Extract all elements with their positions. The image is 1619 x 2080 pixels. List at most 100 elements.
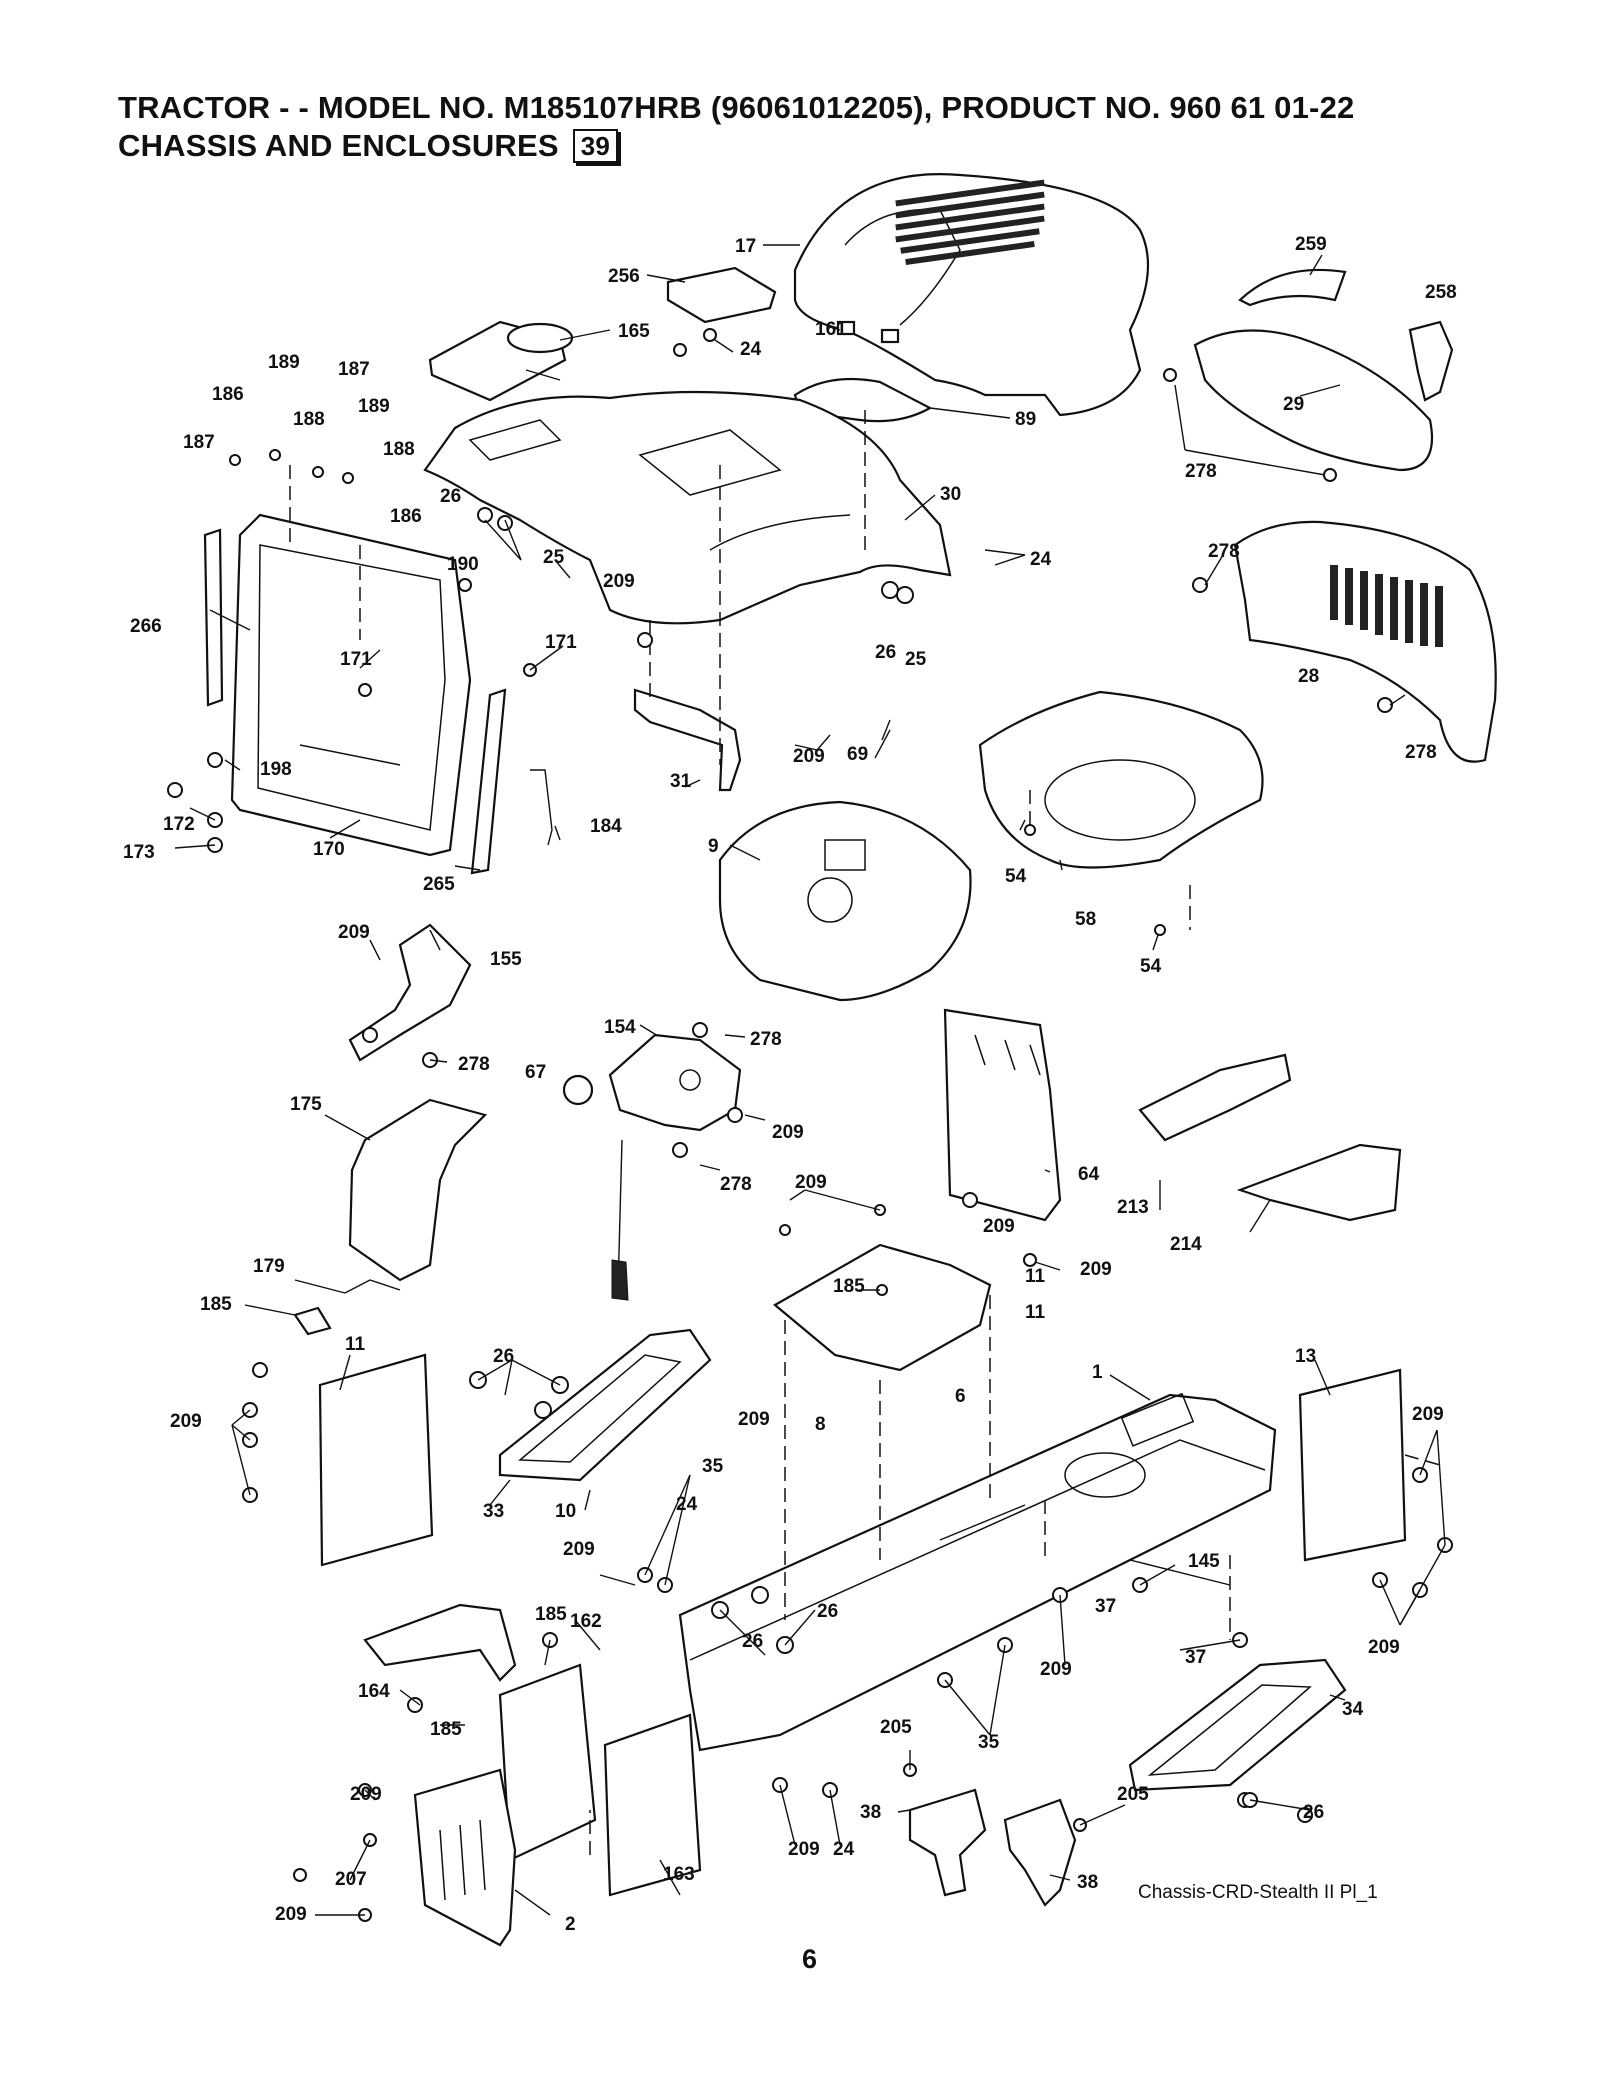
callout-58: 58 (1075, 909, 1096, 930)
callout-278: 278 (1405, 742, 1437, 763)
callout-34: 34 (1342, 1699, 1364, 1720)
part-31-bracket (633, 688, 742, 792)
part-184-rod (530, 769, 553, 846)
part-33-footrest (498, 1328, 712, 1482)
callout-37: 37 (1185, 1647, 1206, 1668)
part-266-strip (203, 528, 224, 707)
callout-278: 278 (720, 1174, 752, 1195)
callout-69: 69 (847, 744, 868, 765)
callout-3: 185 (535, 1604, 567, 1625)
callout-205: 205 (1117, 1784, 1149, 1805)
part-164-bracket (363, 1603, 517, 1682)
callout-278: 278 (1185, 461, 1217, 482)
part-165-panel (428, 320, 574, 402)
callout-28: 28 (1298, 666, 1319, 687)
callout-13: 13 (1295, 1346, 1316, 1367)
callout-184: 184 (590, 816, 622, 837)
part-38-bracket-right (1003, 1798, 1077, 1907)
callout-172: 172 (163, 814, 195, 835)
callout-26: 26 (493, 1346, 514, 1367)
callout-265: 265 (423, 874, 455, 895)
part-1-main-frame (678, 1392, 1277, 1752)
callout-26: 26 (440, 486, 461, 507)
part-hood (793, 173, 1150, 417)
callout-209: 209 (795, 1172, 827, 1193)
part-58-seat-pan (978, 690, 1264, 869)
callout-171: 171 (340, 649, 372, 670)
section-name: CHASSIS AND ENCLOSURES (118, 128, 559, 163)
part-155-bracket (348, 923, 472, 1062)
part-64-panel (943, 1008, 1062, 1222)
part-9-dash-panel (718, 800, 972, 1002)
callout-179: 179 (253, 1256, 285, 1277)
callout-187: 187 (338, 359, 370, 380)
part-179-rod (344, 1279, 401, 1294)
callout-189: 189 (268, 352, 300, 373)
callout-209: 209 (603, 571, 635, 592)
part-175-shield (348, 1098, 488, 1282)
callout-26: 26 (742, 1631, 763, 1652)
part-30-fender-pan (423, 390, 952, 625)
callout-188: 188 (293, 409, 325, 430)
callout-207: 207 (335, 1869, 367, 1890)
callout-17: 17 (735, 236, 756, 257)
part-145-link (1129, 1559, 1231, 1586)
callout-155: 155 (490, 949, 522, 970)
callout-259: 259 (1295, 234, 1327, 255)
callout-209: 209 (738, 1409, 770, 1430)
callout-30: 30 (940, 484, 961, 505)
callout-198: 198 (260, 759, 292, 780)
callout-38: 38 (1077, 1872, 1098, 1893)
callout-209: 209 (1040, 1659, 1072, 1680)
callout-3: 185 (430, 1719, 462, 1740)
part-162-plate (498, 1663, 597, 1862)
callout-35: 35 (702, 1456, 724, 1477)
part-154-bracket (608, 1033, 742, 1132)
callout-205: 205 (880, 1717, 912, 1738)
part-259 (1238, 268, 1347, 307)
callout-209: 209 (1412, 1404, 1444, 1425)
callout-2: 2 (565, 1914, 576, 1935)
callout-10: 10 (555, 1501, 576, 1522)
callout-209: 209 (563, 1539, 595, 1560)
callout-175: 175 (290, 1094, 322, 1115)
callout-190: 190 (447, 554, 479, 575)
callout-278: 278 (750, 1029, 782, 1050)
callout-186: 186 (390, 506, 422, 527)
section-title: CHASSIS AND ENCLOSURES 39 (118, 128, 619, 164)
part-34-footrest (1128, 1658, 1347, 1792)
callout-67: 67 (525, 1062, 546, 1083)
callout-188: 188 (383, 439, 415, 460)
part-67-ball (562, 1074, 594, 1106)
part-2-hitch (413, 1768, 517, 1947)
callout-29: 29 (1283, 394, 1304, 415)
part-170-front-frame (230, 513, 472, 857)
callout-54: 54 (1005, 866, 1027, 887)
callout-24: 24 (1030, 549, 1052, 570)
part-163-plate (603, 1713, 702, 1897)
callout-24: 24 (833, 1839, 855, 1860)
callout-209: 209 (1368, 1637, 1400, 1658)
callout-25: 25 (905, 649, 927, 670)
callout-258: 258 (1425, 282, 1457, 303)
callout-145: 145 (1188, 1551, 1220, 1572)
callout-213: 213 (1117, 1197, 1149, 1218)
callout-209: 209 (983, 1216, 1015, 1237)
callout-11: 11 (345, 1334, 366, 1355)
callout-8: 11 (1025, 1302, 1046, 1323)
callout-278: 278 (458, 1054, 490, 1075)
page-number: 6 (801, 1944, 818, 1974)
callout-54: 54 (1140, 956, 1162, 977)
part-213 (1138, 1053, 1292, 1142)
callout-1: 1 (1092, 1362, 1103, 1383)
callout-161: 161 (815, 319, 847, 340)
callout-209: 209 (350, 1784, 382, 1805)
callout-173: 173 (123, 842, 155, 863)
callout-256: 256 (608, 266, 640, 287)
callout-171: 171 (545, 632, 577, 653)
part-6-plate (773, 1243, 992, 1372)
callout-6: 6 (955, 1386, 966, 1407)
callout-8: 8 (815, 1414, 826, 1435)
callout-278: 278 (1208, 541, 1240, 562)
callout-209: 209 (338, 922, 370, 943)
